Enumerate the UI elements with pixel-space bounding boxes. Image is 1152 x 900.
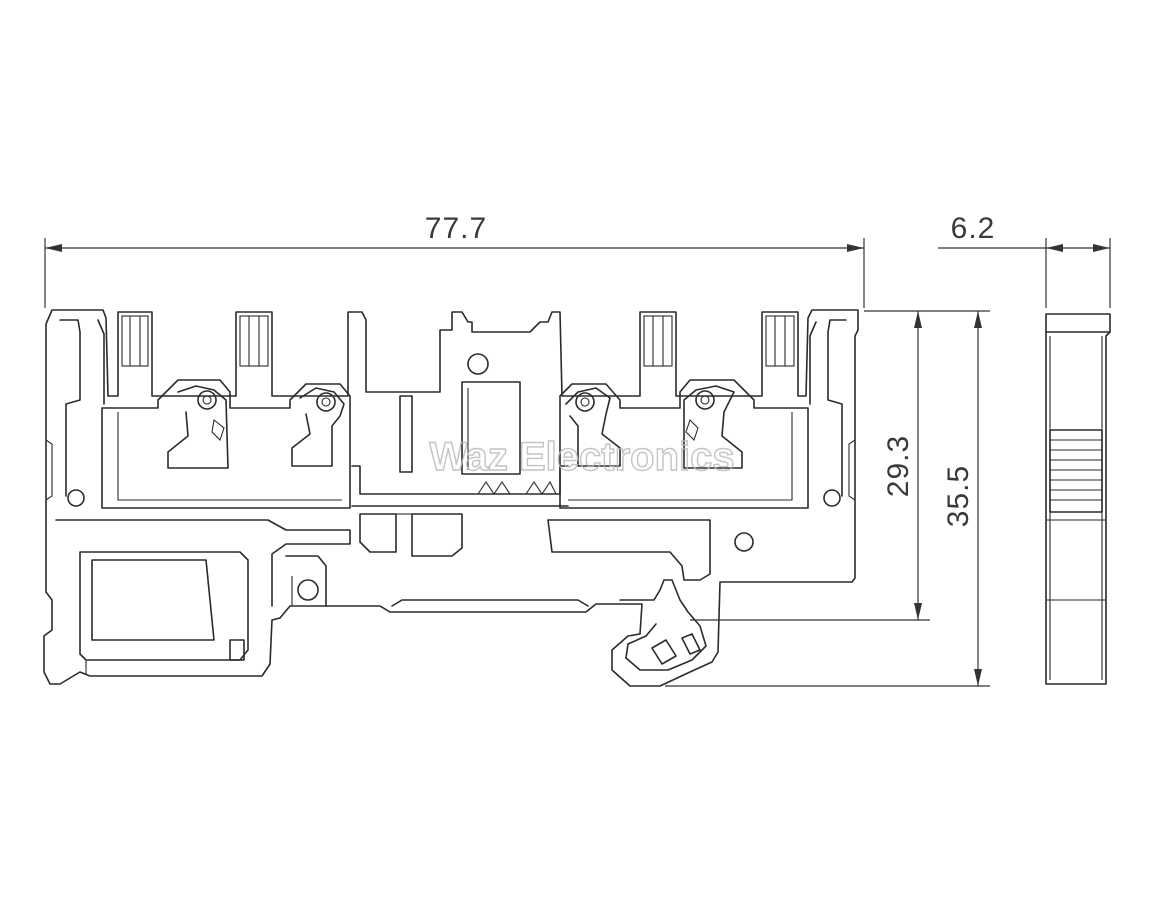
dimension-label-rail-height: 29.3	[882, 435, 915, 497]
center-bridge	[351, 353, 754, 581]
dimension-height-rail: 29.3	[690, 310, 930, 621]
watermark-text: Waz Electronics	[429, 435, 734, 479]
mounting-hole-left	[67, 489, 85, 507]
dimension-overall-length: 77.7	[44, 212, 865, 308]
clamp-slots-top	[121, 315, 795, 367]
dimension-label-total-height: 35.5	[942, 465, 975, 527]
contact-chamber-right	[559, 379, 809, 509]
dimension-label-width: 6.2	[951, 212, 996, 245]
dimension-total-height: 35.5	[665, 310, 990, 687]
contact-chamber-left	[101, 379, 351, 509]
dimension-width: 6.2	[938, 212, 1111, 308]
rail-foot	[55, 519, 707, 674]
mounting-hole-right	[823, 489, 841, 507]
housing-outline	[43, 309, 859, 687]
dimension-label-length: 77.7	[425, 212, 487, 245]
side-view	[1045, 313, 1111, 685]
